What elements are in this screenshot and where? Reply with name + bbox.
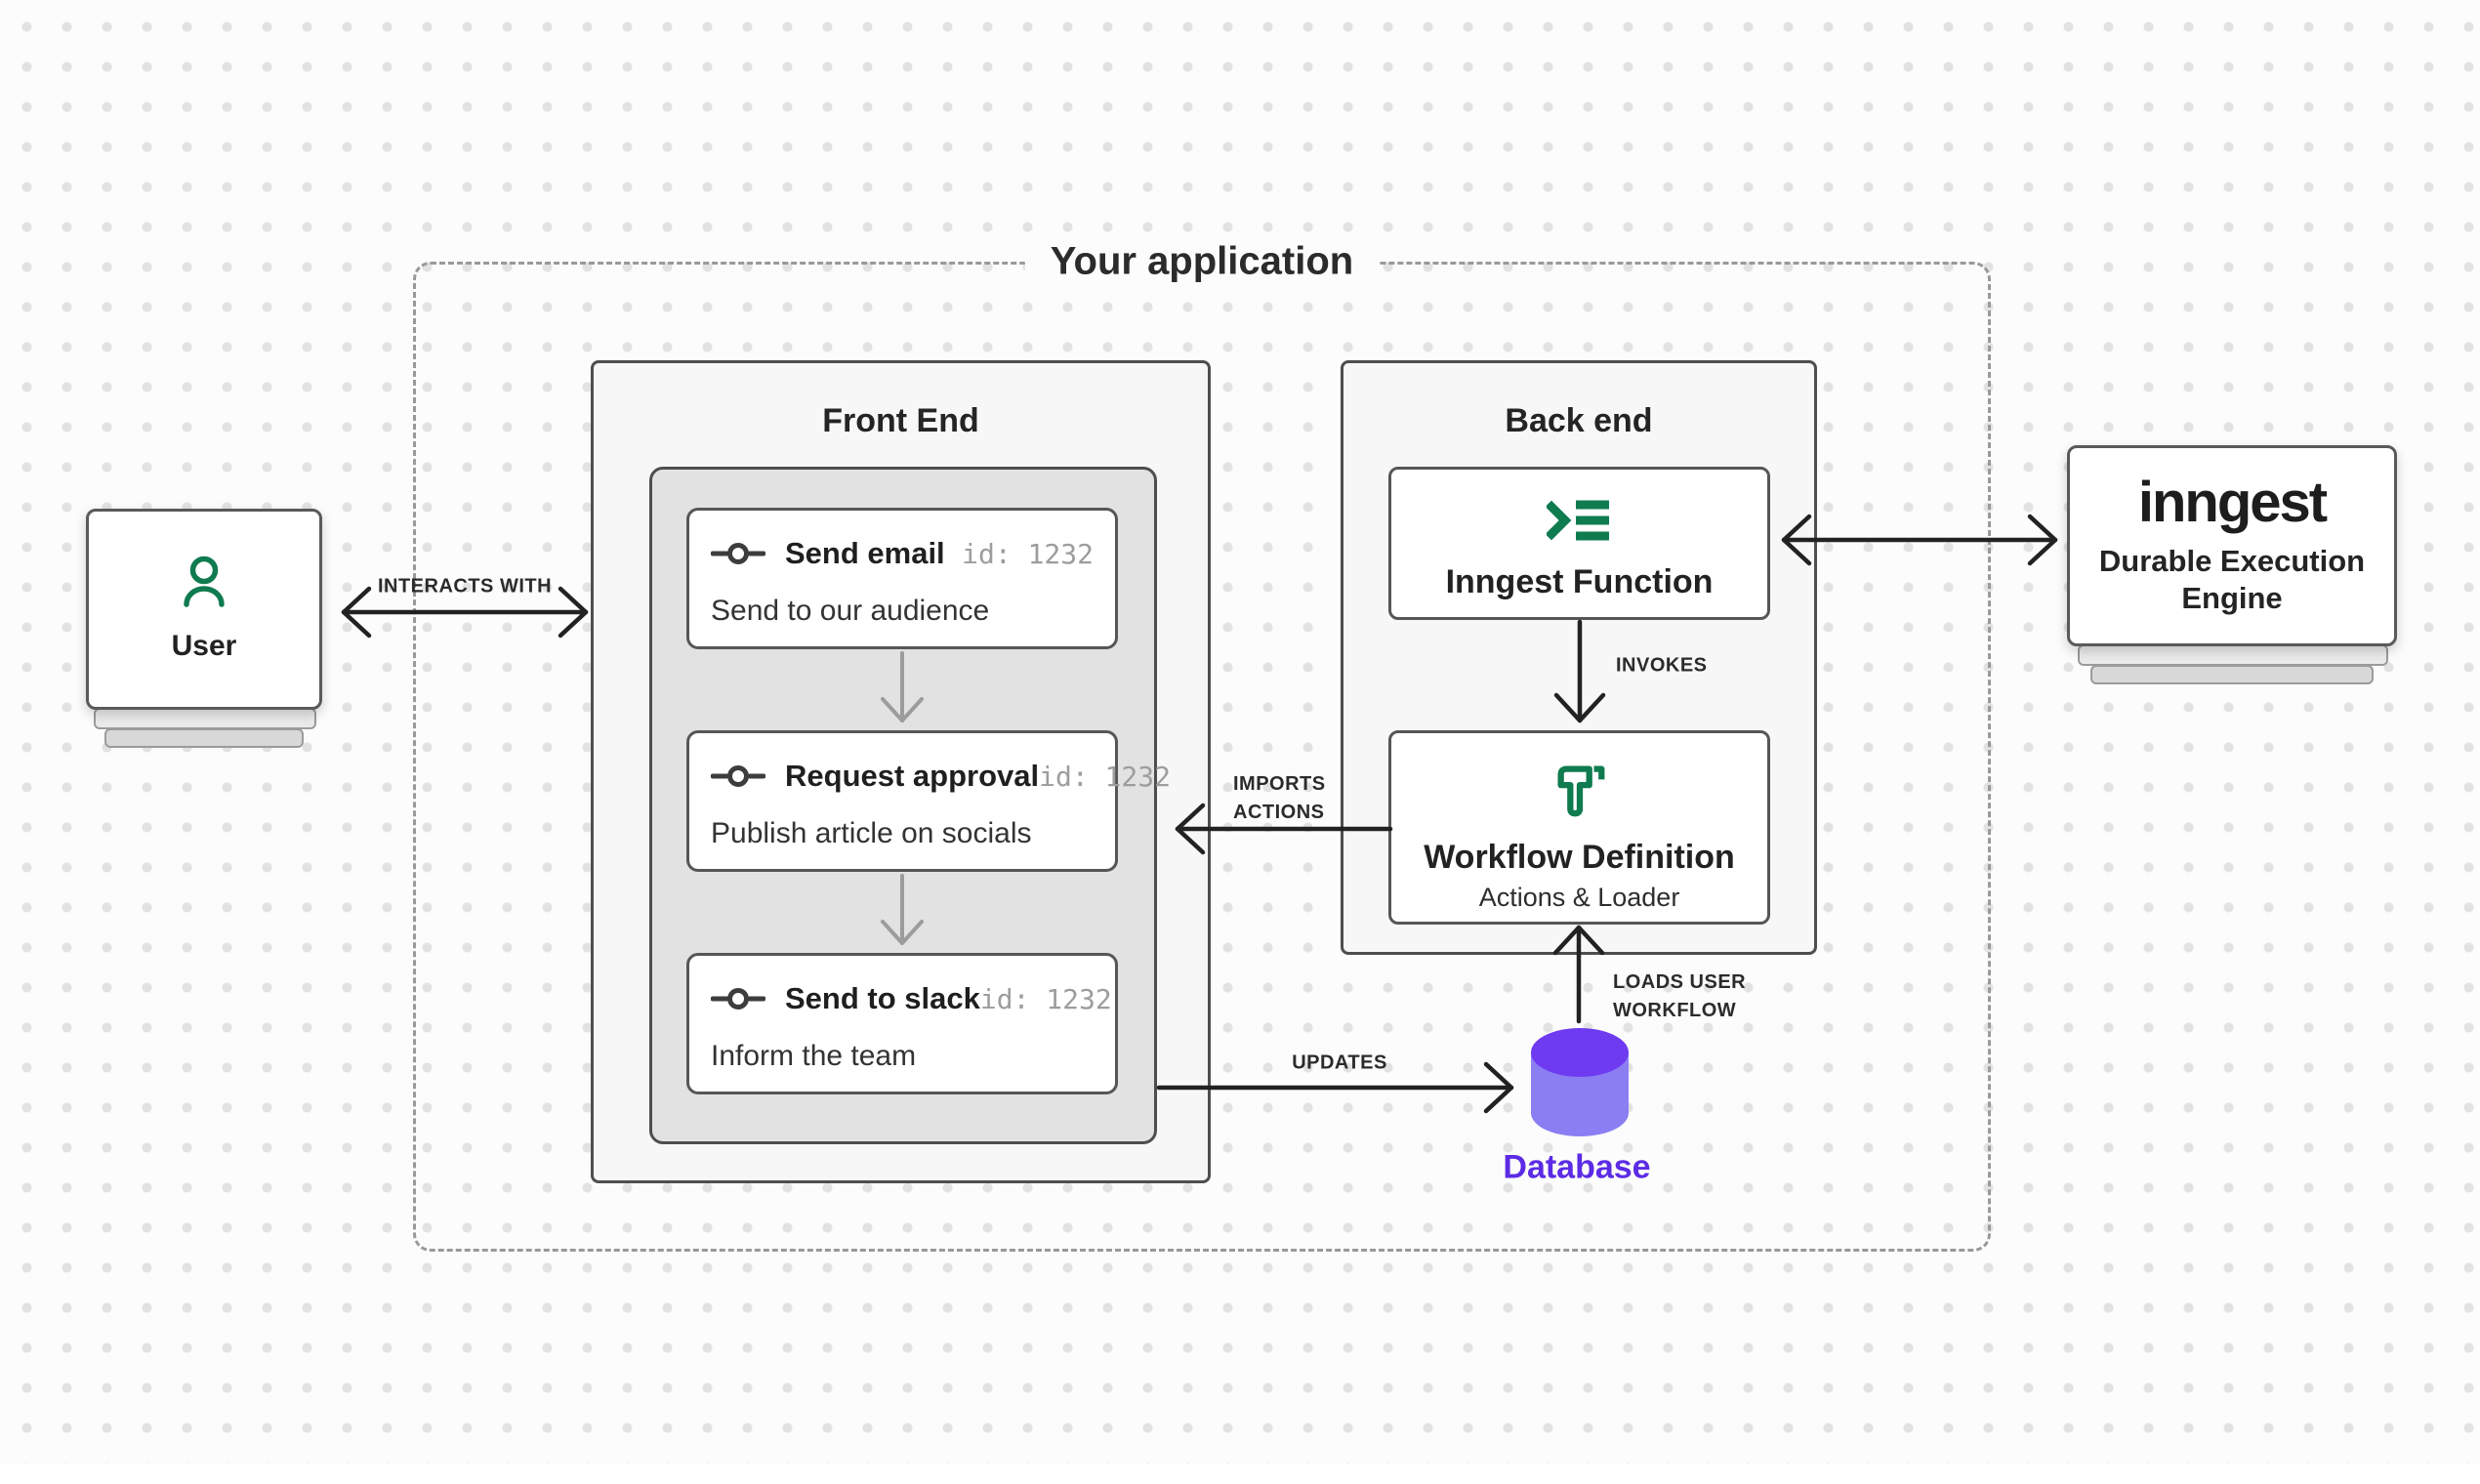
edge-label-interacts-with: INTERACTS WITH [377,575,553,598]
step-card-send-email: Send email id: 1232 Send to our audience [686,508,1118,649]
step-id: id: 1232 [979,982,1112,1015]
frontend-title: Front End [822,402,979,439]
inngest-logo: inngest [2137,471,2328,534]
inngest-function-label: Inngest Function [1445,563,1714,600]
user-node-label: User [171,630,237,662]
step-card-request-approval: Request approval id: 1232 Publish articl… [686,730,1171,872]
step-description: Inform the team [711,1040,917,1072]
workflow-definition-sublabel: Actions & Loader [1478,883,1680,912]
hammer-icon [1550,759,1610,819]
user-stack-layer-bottom [104,728,304,748]
step-id: id: 1232 [962,537,1094,570]
step-title: Request approval [785,759,1040,793]
edge-label-imports-actions: IMPORTS ACTIONS [1233,773,1326,823]
edge-label-loads-user-workflow: LOADS USER WORKFLOW [1613,971,1747,1021]
backend-title: Back end [1505,402,1653,439]
step-description: Publish article on socials [711,817,1032,849]
inngest-stack-layer-top [2078,644,2388,666]
bottom-white-strip [0,1463,2480,1484]
step-title: Send to slack [785,981,980,1015]
person-icon [181,556,227,610]
step-title: Send email [785,536,945,570]
database-label: Database [1503,1148,1651,1186]
inngest-stack-layer-bottom [2090,665,2374,684]
terminal-prompt-icon [1546,497,1613,544]
commit-node-icon [711,987,765,1010]
workflow-definition-card: Workflow Definition Actions & Loader [1388,730,1770,925]
inngest-function-card: Inngest Function [1388,467,1770,620]
step-card-send-to-slack: Send to slack id: 1232 Inform the team [686,953,1118,1094]
your-application-label: Your application [1024,235,1380,288]
workflow-definition-label: Workflow Definition [1424,839,1735,876]
commit-node-icon [711,764,765,788]
inngest-engine-sublabel: Durable Execution Engine [2098,544,2366,615]
edge-label-updates: UPDATES [1292,1051,1387,1074]
commit-node-icon [711,542,765,565]
database-cylinder-icon [1529,1025,1631,1142]
step-id: id: 1232 [1039,760,1171,793]
user-stack-layer-top [94,708,316,729]
user-node: User [86,509,322,710]
edge-label-invokes: INVOKES [1616,654,1708,677]
step-description: Send to our audience [711,595,990,627]
inngest-engine-node: inngest Durable Execution Engine [2067,445,2397,646]
